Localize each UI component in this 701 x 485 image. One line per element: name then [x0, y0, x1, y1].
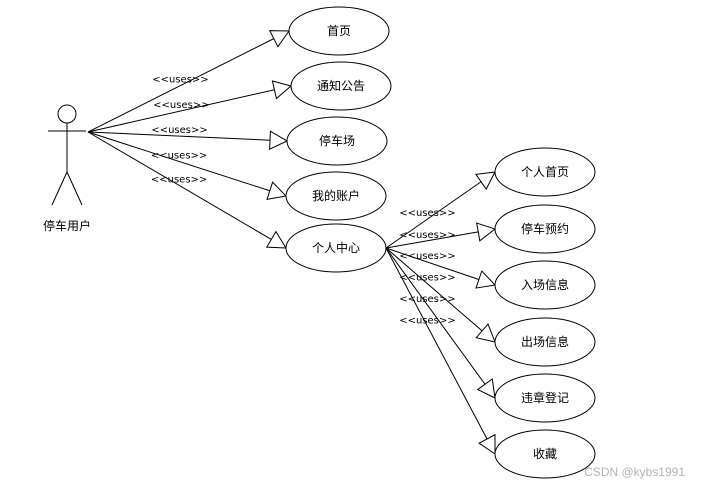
relation-line [385, 231, 479, 249]
use-case-ellipse [286, 116, 388, 166]
use-case-notice: 通知公告 [290, 61, 392, 111]
use-case-ellipse [285, 171, 387, 221]
actor-left-leg [51, 171, 68, 206]
use-case-label: 停车场 [319, 133, 355, 148]
use-case-label: 违章登记 [521, 390, 569, 405]
relation-label: <<uses>> [399, 294, 455, 305]
use-case-label: 个人首页 [521, 165, 569, 179]
relation-label: <<uses>> [151, 150, 207, 161]
relation-line [87, 89, 275, 133]
use-case-parking: 停车场 [286, 116, 388, 166]
relation-arrowhead [269, 130, 289, 151]
relation-actor-to-home: <<uses>> [87, 30, 290, 133]
relation-arrowhead [475, 171, 496, 191]
relation-arrowhead [478, 433, 496, 455]
relation-arrowhead [271, 80, 293, 100]
relation-actor-to-parking: <<uses>> [87, 125, 289, 151]
relation-arrowhead [268, 30, 290, 48]
relation-line [385, 181, 482, 249]
relation-center-to-entry: <<uses>> [385, 247, 497, 289]
relation-center-to-exit: <<uses>> [385, 247, 496, 343]
use-case-center: 个人中心 [285, 223, 387, 273]
use-case-label: 我的账户 [312, 188, 360, 203]
use-case-home: 首页 [288, 6, 390, 56]
use-case-ellipse [494, 204, 596, 254]
relation-label: <<uses>> [399, 251, 455, 262]
relation-label: <<uses>> [153, 100, 209, 111]
relation-arrowhead [476, 222, 497, 242]
relation-label: <<uses>> [151, 174, 207, 185]
relation-label: <<uses>> [399, 230, 455, 241]
use-case-ellipse [494, 373, 596, 423]
use-case-exit: 出场信息 [494, 317, 596, 367]
use-case-account: 我的账户 [285, 171, 387, 221]
use-case-ellipse [494, 429, 596, 479]
relation-arrowhead [475, 323, 496, 343]
use-case-ellipse [494, 260, 596, 310]
relation-actor-to-notice: <<uses>> [87, 80, 293, 133]
relation-line [87, 131, 270, 192]
relation-center-to-reserve: <<uses>> [385, 222, 497, 249]
use-case-label: 入场信息 [521, 277, 569, 292]
relation-line [87, 131, 272, 240]
actor-label: 停车用户 [43, 218, 91, 233]
relation-label: <<uses>> [152, 75, 208, 86]
relation-label: <<uses>> [399, 208, 455, 219]
relation-center-to-favorites: <<uses>> [385, 247, 496, 455]
relation-actor-to-account: <<uses>> [87, 131, 288, 200]
relation-line [87, 38, 275, 133]
use-case-label: 出场信息 [521, 334, 569, 349]
actor-stick-figure: 停车用户 [43, 104, 91, 233]
relation-center-to-violation: <<uses>> [385, 247, 496, 399]
actor-head [57, 104, 77, 124]
use-case-label: 首页 [327, 24, 351, 38]
use-case-reserve: 停车预约 [494, 204, 596, 254]
relation-arrowhead [475, 270, 497, 289]
actor-right-leg [66, 171, 83, 206]
relation-line [385, 247, 488, 440]
use-case-my-home: 个人首页 [494, 147, 596, 197]
use-case-violation: 违章登记 [494, 373, 596, 423]
use-case-entry: 入场信息 [494, 260, 596, 310]
relation-arrowhead [476, 378, 496, 399]
relation-label: <<uses>> [151, 125, 207, 136]
relation-label: <<uses>> [399, 273, 455, 284]
relation-line [385, 247, 480, 281]
relations-layer: <<uses>> <<uses>> <<uses>> <<uses>> <<uses>>… [87, 30, 497, 455]
relation-actor-to-center: <<uses>> [87, 131, 287, 249]
use-case-ellipse [494, 147, 596, 197]
use-case-ellipse [288, 6, 390, 56]
use-case-label: 个人中心 [312, 240, 360, 255]
use-case-label: 通知公告 [317, 79, 365, 93]
use-case-ellipse [494, 317, 596, 367]
use-case-label: 收藏 [533, 447, 557, 461]
relation-center-to-my-home: <<uses>> [385, 171, 496, 249]
relation-arrowhead [266, 181, 288, 200]
use-case-ellipse [290, 61, 392, 111]
relation-line [385, 247, 486, 385]
relation-arrowhead [265, 230, 287, 249]
relation-line [87, 131, 271, 141]
use-case-favorites: 收藏 [494, 429, 596, 479]
relation-label: <<uses>> [399, 315, 455, 326]
watermark: CSDN @kybs1991 [584, 465, 685, 479]
relation-line [385, 247, 483, 332]
use-case-label: 停车预约 [521, 221, 569, 236]
use-case-ellipse [285, 223, 387, 273]
